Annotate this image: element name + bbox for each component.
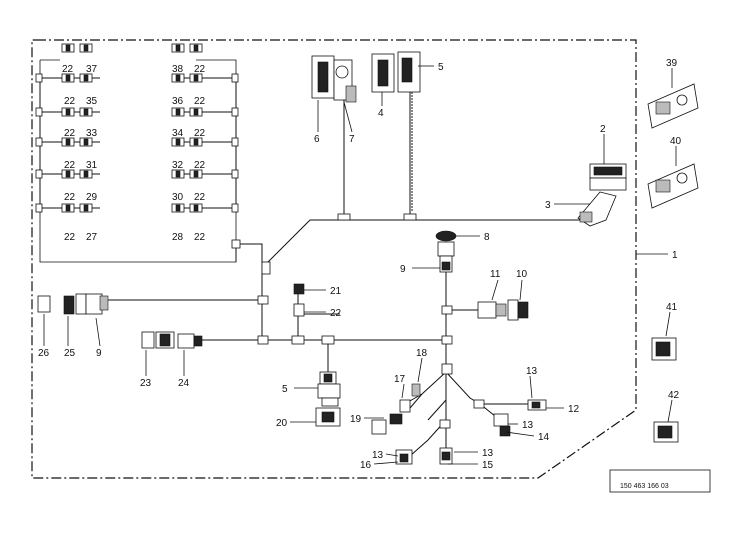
label-22: 22	[64, 128, 76, 139]
callout-4: 4	[378, 108, 384, 119]
grid-row-5	[171, 203, 239, 213]
left-grid-labels: 22 37 22 35 22 33 22 31 22 29 22 27	[62, 64, 98, 243]
label-22: 22	[64, 96, 76, 107]
label-34: 34	[172, 128, 184, 139]
callout-40: 40	[670, 136, 682, 147]
callout-9: 9	[96, 348, 102, 359]
label-29: 29	[86, 192, 98, 203]
callout-1: 1	[672, 250, 678, 261]
grid-row-4	[171, 169, 239, 179]
accessory-parts	[647, 83, 699, 443]
callout-17: 17	[394, 374, 406, 385]
label-22: 22	[64, 192, 76, 203]
label-27: 27	[86, 232, 98, 243]
label-33: 33	[86, 128, 98, 139]
label-28: 28	[172, 232, 184, 243]
label-22: 22	[194, 128, 206, 139]
callout-15: 15	[482, 460, 494, 471]
grid-row-4	[35, 169, 100, 179]
label-22: 22	[194, 96, 206, 107]
top-connectors	[311, 51, 421, 212]
callout-leaders	[43, 65, 677, 465]
callout-5: 5	[282, 384, 288, 395]
label-38: 38	[172, 64, 184, 75]
grid-row-1	[35, 73, 100, 83]
document-number: 150 463 166 03	[620, 483, 669, 490]
label-22: 22	[194, 160, 206, 171]
callout-9: 9	[400, 264, 406, 275]
left-connectors-26-25-9	[37, 293, 109, 315]
callout-21: 21	[330, 286, 342, 297]
grid-row-3	[171, 137, 239, 147]
connector-5-20	[315, 371, 341, 427]
callout-42: 42	[668, 390, 680, 401]
callout-13: 13	[482, 448, 494, 459]
connector-12-16	[395, 399, 547, 465]
callout-12: 12	[568, 404, 580, 415]
label-22: 22	[62, 64, 74, 75]
connector-17-18-19	[371, 383, 421, 435]
callout-2: 2	[600, 124, 606, 135]
callout-8: 8	[484, 232, 490, 243]
right-connector-2-3	[577, 163, 627, 227]
grid-row-3	[35, 137, 100, 147]
label-35: 35	[86, 96, 98, 107]
callout-20: 20	[276, 418, 288, 429]
label-36: 36	[172, 96, 184, 107]
connector-8-9	[435, 230, 457, 273]
callout-13: 13	[372, 450, 384, 461]
callout-41: 41	[666, 302, 678, 313]
label-32: 32	[172, 160, 184, 171]
label-31: 31	[86, 160, 98, 171]
label-37: 37	[86, 64, 98, 75]
connector-23-24	[141, 331, 203, 349]
harness-junctions	[231, 213, 485, 429]
callout-19: 19	[350, 414, 362, 425]
connector-10-11	[477, 299, 529, 321]
label-22: 22	[64, 232, 76, 243]
callout-23: 23	[140, 378, 152, 389]
document-number-box: 150 463 166 03	[609, 469, 711, 493]
grid-row-2	[35, 107, 100, 117]
connector-21-22	[293, 283, 305, 317]
label-30: 30	[172, 192, 184, 203]
label-22: 22	[64, 160, 76, 171]
grid-row-top	[171, 43, 203, 53]
callout-39: 39	[666, 58, 678, 69]
callout-numbers: 6 7 4 5 2 3 1 8 9 11 10 21 22 26 25 9 23…	[38, 58, 682, 471]
callout-10: 10	[516, 269, 528, 280]
callout-16: 16	[360, 460, 372, 471]
callout-3: 3	[545, 200, 551, 211]
harness-boundary-frame	[31, 39, 637, 479]
callout-5: 5	[438, 62, 444, 73]
grid-row-1	[171, 73, 239, 83]
callout-26: 26	[38, 348, 50, 359]
label-22: 22	[194, 192, 206, 203]
label-22: 22	[194, 232, 206, 243]
label-22: 22	[194, 64, 206, 75]
right-connector-grid	[171, 43, 239, 213]
callout-11: 11	[490, 269, 501, 280]
callout-7: 7	[349, 134, 355, 145]
callout-18: 18	[416, 348, 428, 359]
grid-row-2	[171, 107, 239, 117]
callout-24: 24	[178, 378, 190, 389]
right-grid-labels: 38 22 36 22 34 22 32 22 30 22 28 22	[172, 64, 206, 243]
callout-25: 25	[64, 348, 76, 359]
callout-22: 22	[330, 308, 342, 319]
callout-13: 13	[526, 366, 538, 377]
grid-row-top	[61, 43, 93, 53]
callout-6: 6	[314, 134, 320, 145]
callout-13: 13	[522, 420, 534, 431]
grid-row-5	[35, 203, 100, 213]
left-connector-grid	[35, 43, 100, 213]
callout-14: 14	[538, 432, 550, 443]
